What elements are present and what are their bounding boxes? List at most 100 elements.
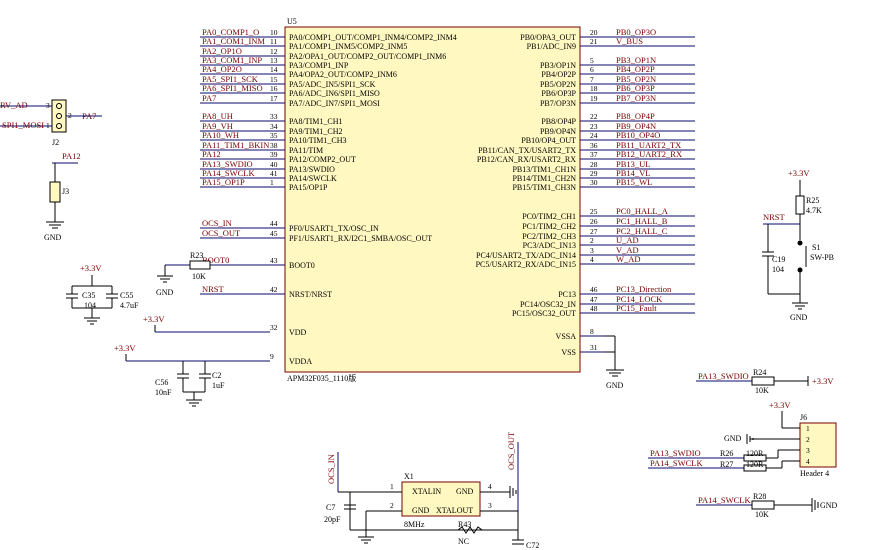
r24-body <box>751 376 775 386</box>
pin-number: 34 <box>270 122 278 131</box>
net-label: PA2_OP1O <box>202 46 242 56</box>
crystal-x1: X1 8MHz XTALIN GND GND XTALOUT 1 2 3 4 O… <box>324 431 539 550</box>
pin-number: 23 <box>590 122 598 131</box>
pin-label: PB14/TIM1_CH2N <box>512 174 576 183</box>
net-label: PC13_Direction <box>616 284 672 294</box>
net-label: PA5_SPI1_SCK <box>202 74 259 84</box>
pin-number: 17 <box>270 94 278 103</box>
pin-label: VDDA <box>289 357 312 366</box>
net-label: PA12 <box>202 149 221 159</box>
pin-label: VDD <box>289 328 307 337</box>
net-rv-ad: RV_AD <box>0 100 28 110</box>
net-label: U_AD <box>616 235 639 245</box>
r25-ref: R25 <box>806 196 819 205</box>
net-label: PB15_WL <box>616 177 652 187</box>
c7-value: 20pF <box>324 515 341 524</box>
pin-label: PA2/OPA1_OUT/COMP2_OUT/COMP1_INM6 <box>289 52 446 61</box>
net-label: PC15_Fault <box>616 303 657 313</box>
c56-value: 10nF <box>155 388 172 397</box>
pin-number: 46 <box>590 285 598 294</box>
pin-label: PB15/TIM1_CH3N <box>512 183 576 192</box>
pin-number: 19 <box>590 94 598 103</box>
x1-pin-xtalin: XTALIN <box>412 487 441 496</box>
u5-part: APM32F035_1110版 <box>287 373 356 383</box>
c7-ref: C7 <box>326 503 335 512</box>
j2-ref: J2 <box>52 138 59 147</box>
pin-label: PA8/TIM1_CH1 <box>289 117 343 126</box>
pin-label: PC3/ADC_IN13 <box>523 241 576 250</box>
pin-number: 47 <box>590 295 598 304</box>
reset-gnd-label: GND <box>790 313 808 322</box>
net-j3-pa12: PA12 <box>62 151 81 161</box>
pin-number: 24 <box>590 131 598 140</box>
pin-label: PA4/OPA2_OUT/COMP2_INM6 <box>289 70 397 79</box>
vdda-decoupling: +3.3V C56 10nF C2 1uF <box>114 343 270 407</box>
pin-label: PC14/OSC32_IN <box>520 300 576 309</box>
j2-pin1-num: 1 <box>46 121 50 130</box>
pin-number: 37 <box>590 150 598 159</box>
pin-label: PA12/COMP2_OUT <box>289 155 356 164</box>
r25-vcc-label: +3.3V <box>788 168 810 178</box>
net-label: PB3_OP1N <box>616 55 656 65</box>
net-label: PA3_COM1_INP <box>202 55 262 65</box>
net-label: V_BUS <box>616 36 643 46</box>
pin-label: PC4/USART2_TX/ADC_IN14 <box>476 251 576 260</box>
j6-pin-1: 1 <box>806 424 810 433</box>
pin-label: PA15/OP1P <box>289 183 328 192</box>
pin-number: 6 <box>590 65 594 74</box>
pin-number: 33 <box>270 112 278 121</box>
pin-label: PC2/TIM2_CH3 <box>522 232 576 241</box>
net-label: PA9_VH <box>202 121 233 131</box>
pin-number: 48 <box>590 304 598 313</box>
pin-number: 41 <box>270 169 278 178</box>
u5-chip: U5 APM32F035_1110版 10PA0/COMP1_OUT/COMP1… <box>200 17 695 383</box>
pin-number: 10 <box>270 28 278 37</box>
vdd-decoupling: +3.3V C35 104 C55 4.7uF <box>66 263 139 325</box>
j2-pin2-num: 2 <box>68 111 72 120</box>
net-label: PB9_OP4N <box>616 121 656 131</box>
pin-number: 9 <box>270 352 274 361</box>
pin-number: 2 <box>590 236 594 245</box>
boot0-gnd-label: GND <box>156 288 174 297</box>
s1-contact-top <box>797 240 803 246</box>
c2-value: 1uF <box>212 381 225 390</box>
x1-pin-gnd: GND <box>456 487 474 496</box>
j6-pin-3: 3 <box>806 446 810 455</box>
pin-label: NRST/NRST <box>289 290 332 299</box>
r25-value: 4.7K <box>806 206 822 215</box>
net-label: PA7 <box>202 93 216 103</box>
net-label: PB12_UART2_RX <box>616 149 682 159</box>
pin-number: 20 <box>590 28 598 37</box>
pin-label: PA0/COMP1_OUT/COMP1_INM4/COMP2_INM4 <box>289 33 457 42</box>
pin-number: 30 <box>590 178 598 187</box>
net-label: PA4_OP2O <box>202 64 242 74</box>
r25-body <box>795 195 805 215</box>
pin-number: 1 <box>270 178 274 187</box>
pin-number: 18 <box>590 84 598 93</box>
pin-label: PF0/USART1_TX/OSC_IN <box>289 224 379 233</box>
c35-vcc-label: +3.3V <box>80 263 102 273</box>
pin-number: 5 <box>590 56 594 65</box>
r28-pulldown: PA14_SWCLK R28 10K GND <box>696 492 838 519</box>
net-label: PB7_OP3N <box>616 93 656 103</box>
net-spi1-mosi: SPI1_MOSI <box>2 120 44 130</box>
j6-value: Header 4 <box>800 469 829 478</box>
net-label: PB8_OP4P <box>616 111 655 121</box>
x1-pin1-num: 1 <box>390 482 394 491</box>
j2-pin-3 <box>56 103 62 109</box>
